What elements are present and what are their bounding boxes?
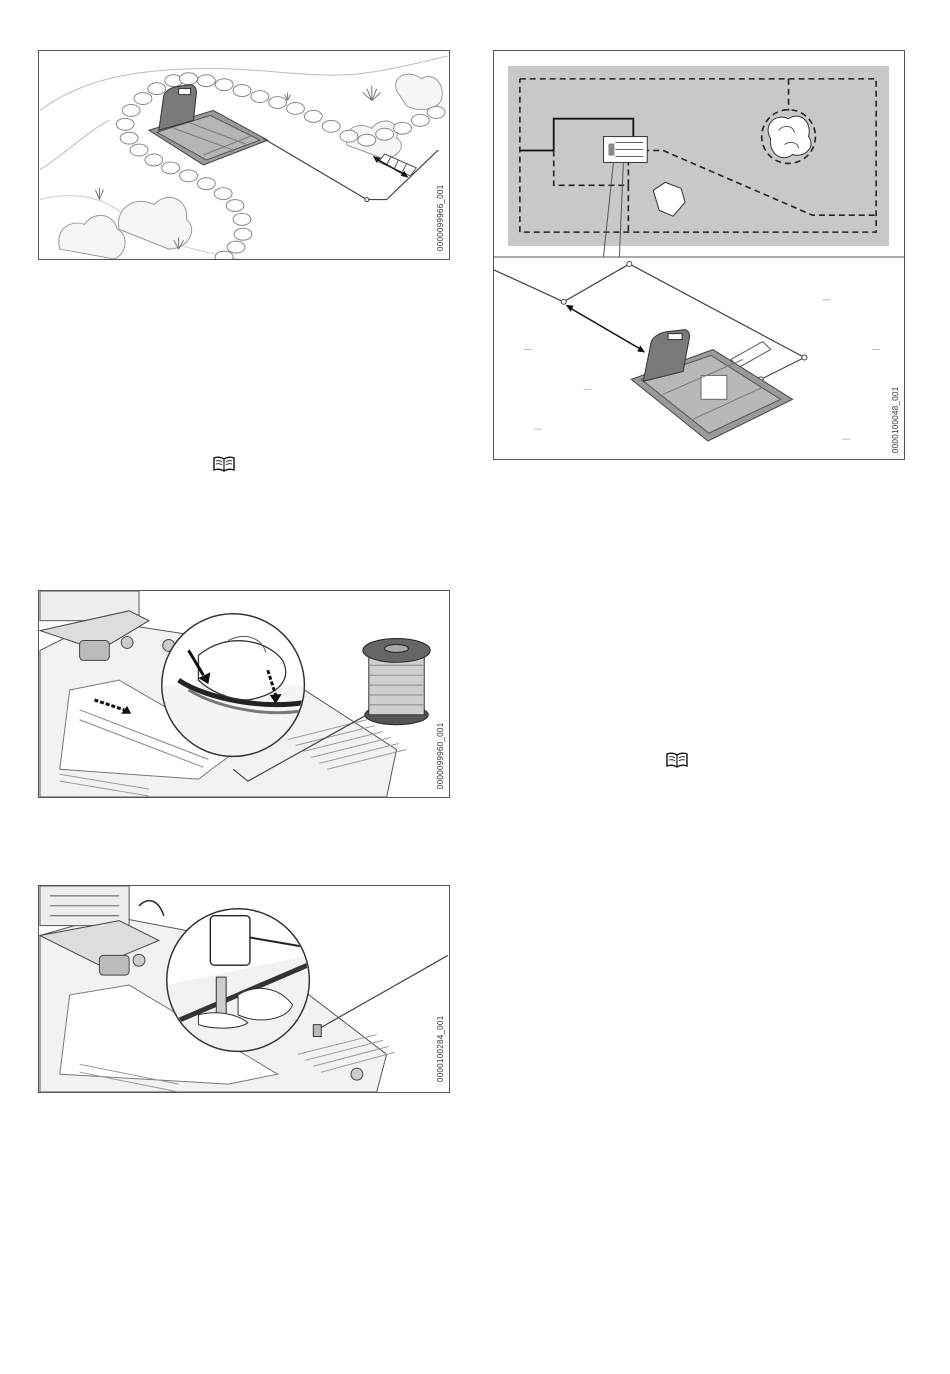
- figure-id-label: 0000100048_001: [891, 387, 900, 454]
- plan-and-detail-drawing: [494, 51, 904, 459]
- peg-hammering-drawing: [39, 886, 449, 1092]
- garden-scene-drawing: [39, 51, 449, 259]
- wire-insertion-drawing: [39, 591, 449, 797]
- figure-id-label: 0000100284_001: [436, 1016, 445, 1083]
- book-icon: [666, 752, 688, 768]
- illustration-wire-insertion: 0000099960_001: [38, 590, 450, 798]
- illustration-peg-hammering: 0000100284_001: [38, 885, 450, 1093]
- illustration-docking-station-garden: 0000099966_001: [38, 50, 450, 260]
- illustration-boundary-wire-plan: 0000100048_001: [493, 50, 905, 460]
- book-icon: [213, 456, 235, 472]
- figure-id-label: 0000099966_001: [436, 185, 445, 252]
- figure-id-label: 0000099960_001: [436, 723, 445, 790]
